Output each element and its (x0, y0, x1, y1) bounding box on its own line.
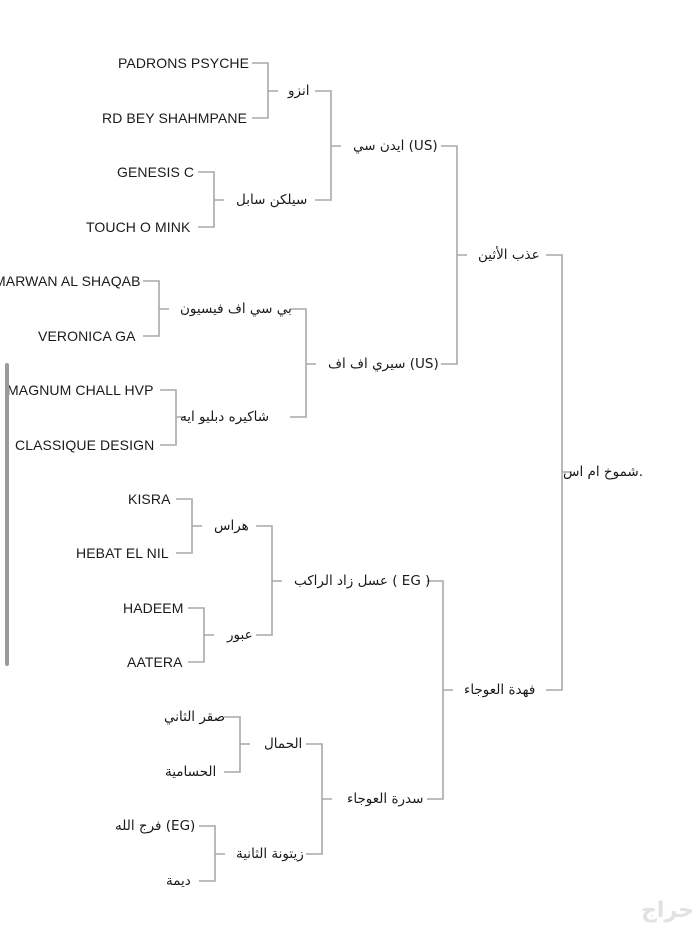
bracket-line (199, 825, 225, 882)
horse-name-dssd: HEBAT EL NIL (76, 545, 169, 561)
horse-name-dam: فهدة العوجاء (464, 682, 536, 698)
horse-name-sds: بي سي اف فيسيون (180, 301, 292, 317)
horse-name-dam-sire: عسل زاد الراكب ( EG ) (294, 573, 431, 589)
horse-name-dddd: ديمة (166, 873, 191, 889)
bracket-line (176, 498, 202, 554)
bracket-line (252, 62, 278, 119)
horse-name-sssd: RD BEY SHAHMPANE (102, 110, 248, 126)
scrollbar[interactable] (5, 363, 9, 666)
horse-name-ddsd: الحسامية (165, 764, 217, 780)
bracket-line (427, 580, 453, 800)
horse-name-sdd: شاكيره دبليو ايه (180, 409, 270, 425)
horse-name-ssd: سيلكن سابل (236, 192, 308, 208)
horse-name-dsd: عبور (227, 627, 253, 643)
horse-name-sdsd: VERONICA GA (38, 328, 136, 344)
bracket-line (441, 145, 467, 365)
bracket-line (290, 308, 316, 418)
bracket-line (315, 90, 341, 201)
horse-name-ddds: فرج الله (EG) (115, 818, 196, 834)
horse-name-ssdd: TOUCH O MINK (86, 219, 191, 235)
bracket-line (256, 525, 282, 636)
horse-name-root: شموخ ام اس. (563, 464, 644, 480)
horse-name-ssss: PADRONS PSYCHE (118, 55, 250, 71)
bracket-line (224, 716, 250, 773)
bracket-line (546, 254, 572, 691)
horse-name-sss: انزو (288, 83, 310, 99)
horse-name-sdss: MARWAN AL SHAQAB (0, 273, 141, 289)
horse-name-ssds: GENESIS C (117, 164, 195, 180)
horse-name-dsss: KISRA (128, 491, 171, 507)
bracket-line (160, 389, 186, 446)
bracket-line (198, 171, 224, 228)
bracket-line (188, 607, 214, 663)
horse-name-dss: هراس (214, 518, 249, 534)
bracket-line (306, 743, 332, 855)
horse-name-dsdd: AATERA (127, 654, 183, 670)
horse-name-ddd: زيتونة الثانية (236, 846, 304, 862)
horse-name-sdds: MAGNUM CHALL HVP (7, 382, 154, 398)
horse-name-sire: عذب الأثين (478, 247, 540, 263)
horse-name-sire-dam: سيري اف اف (US) (328, 356, 439, 372)
horse-name-sire-sire: ايدن سي (US) (353, 138, 438, 154)
watermark-logo: حراج (641, 898, 694, 923)
bracket-line (143, 280, 169, 337)
horse-name-dam-dam: سدرة العوجاء (347, 791, 424, 807)
horse-name-ddss: صقر الثاني (164, 709, 226, 725)
horse-name-dsds: HADEEM (123, 600, 184, 616)
horse-name-sddd: CLASSIQUE DESIGN (15, 437, 155, 453)
horse-name-dds: الحمال (264, 736, 303, 752)
